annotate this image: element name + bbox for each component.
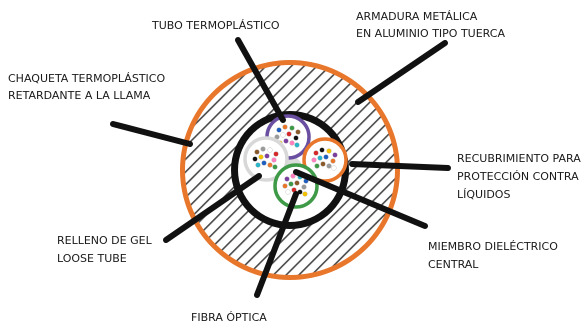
label-fibra-optica: FIBRA ÓPTICA — [191, 311, 267, 324]
fiber-strand — [264, 153, 270, 159]
fiber-bundle — [311, 147, 338, 171]
fiber-strand — [267, 147, 273, 153]
fiber-strand — [288, 181, 294, 187]
fiber-strand — [301, 184, 307, 190]
fiber-strand — [282, 124, 288, 130]
fiber-strand — [332, 152, 338, 158]
fiber-bundle — [274, 124, 301, 148]
leader-fibra-optica — [254, 191, 299, 298]
label-recubrimiento-line3: LÍQUIDOS — [457, 188, 510, 201]
loose-tube-orange — [302, 137, 348, 183]
fiber-strand — [289, 125, 295, 131]
label-relleno-line1: RELLENO DE GEL — [57, 234, 153, 247]
fiber-strand — [293, 135, 299, 141]
fiber-bundle — [252, 146, 279, 170]
leader-lines — [110, 37, 451, 298]
label-chaqueta-line2: RETARDANTE A LA LLAMA — [8, 89, 151, 102]
fiber-strand — [319, 147, 325, 153]
label-tubo-termoplastico: TUBO TERMOPLÁSTICO — [151, 19, 280, 32]
fiber-strand — [267, 162, 273, 168]
label-recubrimiento-line2: PROTECCIÓN CONTRA — [457, 170, 579, 183]
label-relleno-line2: LOOSE TUBE — [57, 252, 127, 265]
fiber-strand — [311, 157, 317, 163]
fiber-bundle — [282, 173, 309, 197]
fiber-strand — [330, 158, 336, 164]
fiber-strand — [285, 189, 291, 195]
fiber-strand — [294, 142, 300, 148]
fiber-strand — [323, 154, 329, 160]
label-miembro-line1: MIEMBRO DIELÉCTRICO — [428, 240, 558, 253]
fiber-strand — [282, 183, 288, 189]
fiber-strand — [326, 148, 332, 154]
fiber-strand — [294, 180, 300, 186]
label-armadura-line1: ARMADURA METÁLICA — [356, 10, 478, 23]
fiber-strand — [284, 176, 290, 182]
fiber-strand — [260, 146, 266, 152]
fiber-strand — [252, 156, 258, 162]
label-recubrimiento-line1: RECUBRIMIENTO PARA — [457, 152, 581, 165]
leader-miembro — [293, 169, 428, 229]
fiber-strand — [283, 138, 289, 144]
leader-relleno — [163, 173, 262, 243]
label-miembro-line2: CENTRAL — [428, 258, 479, 271]
loose-tube-white — [243, 136, 289, 182]
fiber-strand — [258, 154, 264, 160]
fiber-strand — [313, 150, 319, 156]
leader-recubrimiento — [349, 161, 451, 171]
leader-chaqueta — [110, 121, 193, 147]
fiber-strand — [302, 191, 308, 197]
fiber-strand — [276, 127, 282, 133]
fiber-strand — [280, 132, 286, 138]
fiber-strand — [331, 165, 337, 171]
label-chaqueta-line1: CHAQUETA TERMOPLÁSTICO — [8, 72, 165, 85]
fiber-strand — [295, 129, 301, 135]
fiber-strand — [273, 151, 279, 157]
leader-armadura — [355, 40, 448, 105]
fiber-strand — [272, 164, 278, 170]
fiber-strand — [255, 162, 261, 168]
fiber-strand — [320, 161, 326, 167]
label-armadura-line2: EN ALUMINIO TIPO TUERCA — [356, 27, 505, 40]
loose-tube-green — [273, 163, 319, 209]
fiber-strand — [290, 173, 296, 179]
fiber-strand — [289, 140, 295, 146]
fiber-strand — [317, 155, 323, 161]
fiber-strand — [286, 131, 292, 137]
leader-tubo-termoplastico — [235, 37, 286, 123]
fiber-strand — [314, 163, 320, 169]
fiber-strand — [326, 163, 332, 169]
fiber-strand — [271, 157, 277, 163]
fiber-strand — [254, 149, 260, 155]
fiber-strand — [261, 160, 267, 166]
